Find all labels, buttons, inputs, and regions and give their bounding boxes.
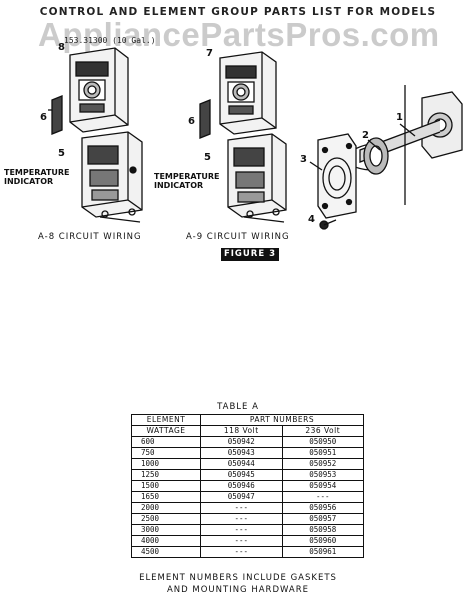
part-118-cell: --- [200, 535, 283, 547]
header-236-volt: 236 Volt [281, 425, 364, 437]
wattage-cell: 4500 [131, 546, 201, 558]
part-236-cell: 050961 [281, 546, 364, 558]
part-236-cell: 050950 [281, 436, 364, 448]
part-236-cell: 050956 [281, 502, 364, 514]
bracket-mid [199, 99, 211, 139]
wattage-cell: 1000 [131, 458, 201, 470]
wattage-cell: 2500 [131, 513, 201, 525]
watermark-text: AppliancePartsPros.com [38, 16, 440, 53]
page-header: CONTROL AND ELEMENT GROUP PARTS LIST FOR… [39, 6, 437, 18]
part-236-cell: 050952 [281, 458, 364, 470]
heating-element-assembly [309, 85, 463, 230]
callout-5-mid: 5 [204, 152, 211, 163]
callout-3: 3 [300, 154, 307, 165]
parts-table: ELEMENT PART NUMBERS WATTAGE 118 Volt 23… [131, 414, 364, 558]
upper-thermostat-mid [219, 51, 277, 135]
part-118-cell: 050943 [200, 447, 283, 459]
table-row: 4000---050960 [131, 535, 364, 547]
table-row: 2000---050956 [131, 502, 364, 514]
part-236-cell: 050954 [281, 480, 364, 492]
callout-6-left: 6 [40, 112, 47, 123]
callout-8: 8 [58, 42, 65, 53]
part-118-cell: 050947 [200, 491, 283, 503]
table-row: 3000---050958 [131, 524, 364, 536]
temperature-indicator-label-mid: TEMPERATURE INDICATOR [154, 172, 220, 190]
caption-a8: A-8 CIRCUIT WIRING [38, 232, 142, 242]
lower-thermostat-mid [227, 133, 287, 223]
header-wattage: WATTAGE [131, 425, 201, 437]
part-236-cell: 050958 [281, 524, 364, 536]
callout-5-left: 5 [58, 148, 65, 159]
wattage-cell: 1250 [131, 469, 201, 481]
temperature-indicator-label-left: TEMPERATURE INDICATOR [4, 168, 70, 186]
part-236-cell: 050951 [281, 447, 364, 459]
footer-line-2: AND MOUNTING HARDWARE [166, 585, 310, 595]
figure-label: FIGURE 3 [221, 248, 279, 261]
wattage-cell: 2000 [131, 502, 201, 514]
table-row: 2500---050957 [131, 513, 364, 525]
footer-line-1: ELEMENT NUMBERS INCLUDE GASKETS [139, 573, 337, 583]
wattage-cell: 600 [131, 436, 201, 448]
part-118-cell: 050944 [200, 458, 283, 470]
part-236-cell: 050953 [281, 469, 364, 481]
part-118-cell: --- [200, 513, 283, 525]
upper-thermostat-left [69, 47, 129, 133]
wattage-cell: 1650 [131, 491, 201, 503]
caption-a9: A-9 CIRCUIT WIRING [186, 232, 290, 242]
part-236-cell: --- [281, 491, 364, 503]
wattage-cell: 4000 [131, 535, 201, 547]
header-element: ELEMENT [131, 414, 201, 426]
lower-thermostat-left [81, 131, 143, 223]
part-236-cell: 050960 [281, 535, 364, 547]
callout-1: 1 [396, 112, 403, 123]
wattage-cell: 750 [131, 447, 201, 459]
wattage-cell: 3000 [131, 524, 201, 536]
callout-4: 4 [308, 214, 315, 225]
part-118-cell: 050946 [200, 480, 283, 492]
header-118-volt: 118 Volt [200, 425, 283, 437]
table-row: 4500---050961 [131, 546, 364, 558]
bracket-left [48, 95, 63, 135]
callout-2: 2 [362, 130, 369, 141]
models-line: 153.31300 (10 Gal.) [64, 36, 156, 45]
table-title: TABLE A [217, 402, 259, 412]
part-118-cell: 050942 [200, 436, 283, 448]
part-118-cell: --- [200, 502, 283, 514]
part-118-cell: --- [200, 524, 283, 536]
wattage-cell: 1500 [131, 480, 201, 492]
part-118-cell: 050945 [200, 469, 283, 481]
callout-7: 7 [206, 48, 213, 59]
header-part-numbers: PART NUMBERS [200, 414, 364, 426]
callout-6-mid: 6 [188, 116, 195, 127]
part-118-cell: --- [200, 546, 283, 558]
part-236-cell: 050957 [281, 513, 364, 525]
